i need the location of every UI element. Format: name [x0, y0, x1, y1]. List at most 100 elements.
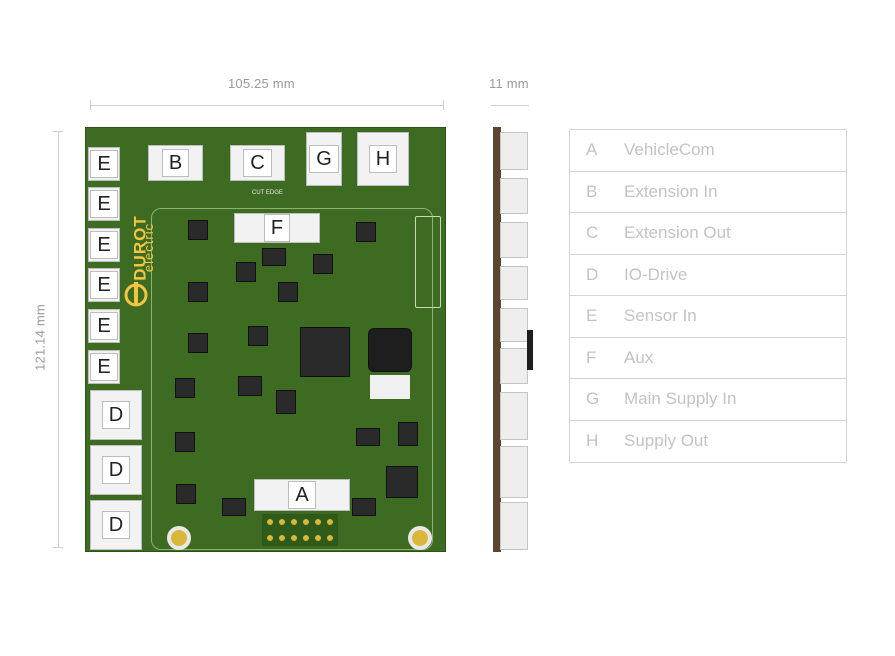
connector-b: B — [148, 145, 203, 181]
legend-label: IO-Drive — [624, 264, 688, 284]
connector-d-label: D — [101, 401, 131, 429]
fuse-area-outline — [415, 216, 441, 308]
connector-c: C — [230, 145, 285, 181]
depth-dimension-label: 11 mm — [489, 76, 529, 91]
durot-logo — [122, 200, 162, 310]
legend-key: A — [586, 140, 598, 160]
legend-label: Main Supply In — [624, 389, 737, 409]
side-connector-d-1 — [500, 392, 528, 440]
legend-key: H — [586, 431, 599, 451]
connector-d-2: D — [90, 445, 142, 495]
connector-e-1: E — [88, 147, 120, 181]
height-dimension-tick-top — [53, 131, 63, 132]
connector-e-4: E — [88, 268, 120, 302]
ic-14 — [356, 222, 376, 242]
connector-c-label: C — [243, 149, 272, 177]
legend-label: Extension Out — [624, 223, 731, 243]
connector-e-label: E — [90, 150, 118, 178]
width-dimension-tick-right — [443, 100, 444, 110]
ic-7 — [175, 378, 195, 398]
legend-row: H Supply Out — [570, 421, 846, 463]
pcb-side-view — [493, 127, 501, 552]
side-connector-d-3 — [500, 502, 528, 550]
ic-1 — [262, 248, 286, 266]
width-dimension-tick-left — [90, 100, 91, 110]
connector-d-3: D — [90, 500, 142, 550]
ic-16 — [398, 422, 418, 446]
legend-label: Aux — [624, 347, 654, 367]
pin-header — [262, 514, 338, 546]
mounting-hole-right — [408, 526, 432, 550]
connector-g-label: G — [309, 145, 339, 173]
ic-3 — [278, 282, 298, 302]
connector-d-label: D — [101, 511, 131, 539]
side-connector-e3 — [500, 348, 528, 384]
legend-key: E — [586, 306, 598, 326]
connector-b-label: B — [161, 149, 190, 177]
connector-legend-table: A VehicleCom B Extension In C Extension Out… — [569, 129, 847, 463]
connector-e-label: E — [90, 231, 118, 259]
connector-e-label: E — [90, 312, 118, 340]
white-component — [370, 375, 410, 399]
height-dimension-label: 121.14 mm — [32, 304, 48, 371]
connector-e-2: E — [88, 187, 120, 221]
legend-key: F — [586, 347, 597, 367]
side-connector-b — [500, 178, 528, 214]
legend-label: Extension In — [624, 181, 718, 201]
ic-18 — [222, 498, 246, 516]
connector-e-3: E — [88, 228, 120, 262]
connector-h-label: H — [368, 145, 398, 173]
ic-6 — [276, 390, 296, 414]
connector-f: F — [234, 213, 320, 243]
ic-2 — [236, 262, 256, 282]
ic-13 — [313, 254, 333, 274]
legend-key: G — [586, 389, 600, 409]
ic-11 — [188, 282, 208, 302]
side-connector-h — [500, 132, 528, 170]
ic-12 — [188, 333, 208, 353]
legend-row: A VehicleCom — [570, 130, 846, 172]
legend-key: D — [586, 264, 599, 284]
ic-4 — [248, 326, 268, 346]
cut-edge-label-top: CUT EDGE — [252, 190, 283, 196]
ic-19 — [352, 498, 376, 516]
legend-row: D IO-Drive — [570, 255, 846, 296]
connector-h: H — [357, 132, 409, 186]
ic-17 — [386, 466, 418, 498]
connector-e-6: E — [88, 350, 120, 384]
side-inductor — [527, 330, 533, 370]
ic-15 — [356, 428, 380, 446]
connector-d-1: D — [90, 390, 142, 440]
side-connector-f — [500, 222, 528, 258]
legend-label: VehicleCom — [624, 140, 715, 160]
ic-8 — [175, 432, 195, 452]
ic-10 — [188, 220, 208, 240]
width-dimension-label: 105.25 mm — [228, 76, 295, 91]
height-dimension-tick-bottom — [53, 547, 63, 548]
side-connector-d-2 — [500, 446, 528, 498]
connector-a-label: A — [288, 481, 316, 509]
connector-f-label: F — [263, 214, 291, 242]
microcontroller-chip — [300, 327, 350, 377]
legend-key: C — [586, 223, 599, 243]
connector-e-label: E — [90, 271, 118, 299]
brand-subtitle: electric — [141, 222, 157, 273]
legend-label: Supply Out — [624, 431, 709, 451]
connector-e-label: E — [90, 190, 118, 218]
side-connector-e — [500, 266, 528, 300]
height-dimension-line — [58, 131, 59, 548]
connector-d-label: D — [101, 456, 131, 484]
legend-row: F Aux — [570, 338, 846, 379]
depth-dimension-line — [491, 105, 529, 106]
ic-5 — [238, 376, 262, 396]
legend-row: C Extension Out — [570, 213, 846, 255]
width-dimension-line — [90, 105, 444, 106]
board-cut-outline — [151, 208, 433, 550]
legend-row: B Extension In — [570, 172, 846, 213]
connector-g: G — [306, 132, 342, 186]
connector-e-label: E — [90, 353, 118, 381]
connector-a: A — [254, 479, 350, 511]
mounting-hole-left — [167, 526, 191, 550]
legend-key: B — [586, 181, 598, 201]
